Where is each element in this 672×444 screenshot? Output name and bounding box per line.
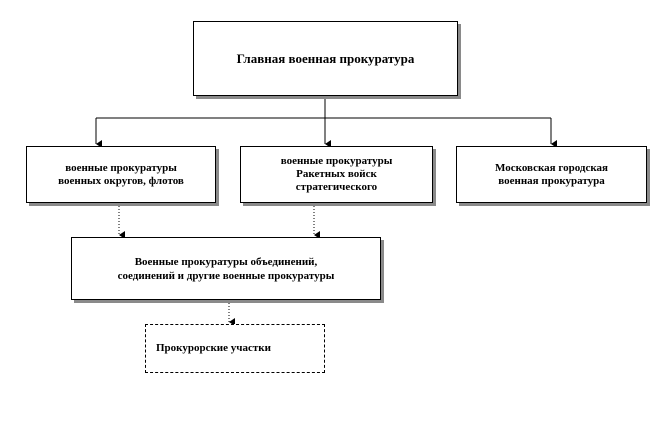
node-moscow-label: Московская городская военная прокуратура: [495, 161, 608, 187]
node-formations-label: Военные прокуратуры объединений, соедине…: [117, 255, 335, 282]
node-prosecutorial-sites: Прокурорские участки: [145, 324, 325, 373]
node-districts-label: военные прокуратуры военных округов, фло…: [58, 161, 184, 187]
node-sites-label: Прокурорские участки: [156, 342, 271, 354]
node-strategic-missile-prosecutors: военные прокуратуры Ракетных войск страт…: [240, 146, 433, 203]
node-district-fleet-prosecutors: военные прокуратуры военных округов, фло…: [26, 146, 216, 203]
node-main-military-prosecutor: Главная военная прокуратура: [193, 21, 458, 96]
node-main-label: Главная военная прокуратура: [236, 51, 415, 66]
node-formation-prosecutors: Военные прокуратуры объединений, соедине…: [71, 237, 381, 300]
node-moscow-city-prosecutor: Московская городская военная прокуратура: [456, 146, 647, 203]
node-rvsn-label: военные прокуратуры Ракетных войск страт…: [280, 155, 393, 193]
